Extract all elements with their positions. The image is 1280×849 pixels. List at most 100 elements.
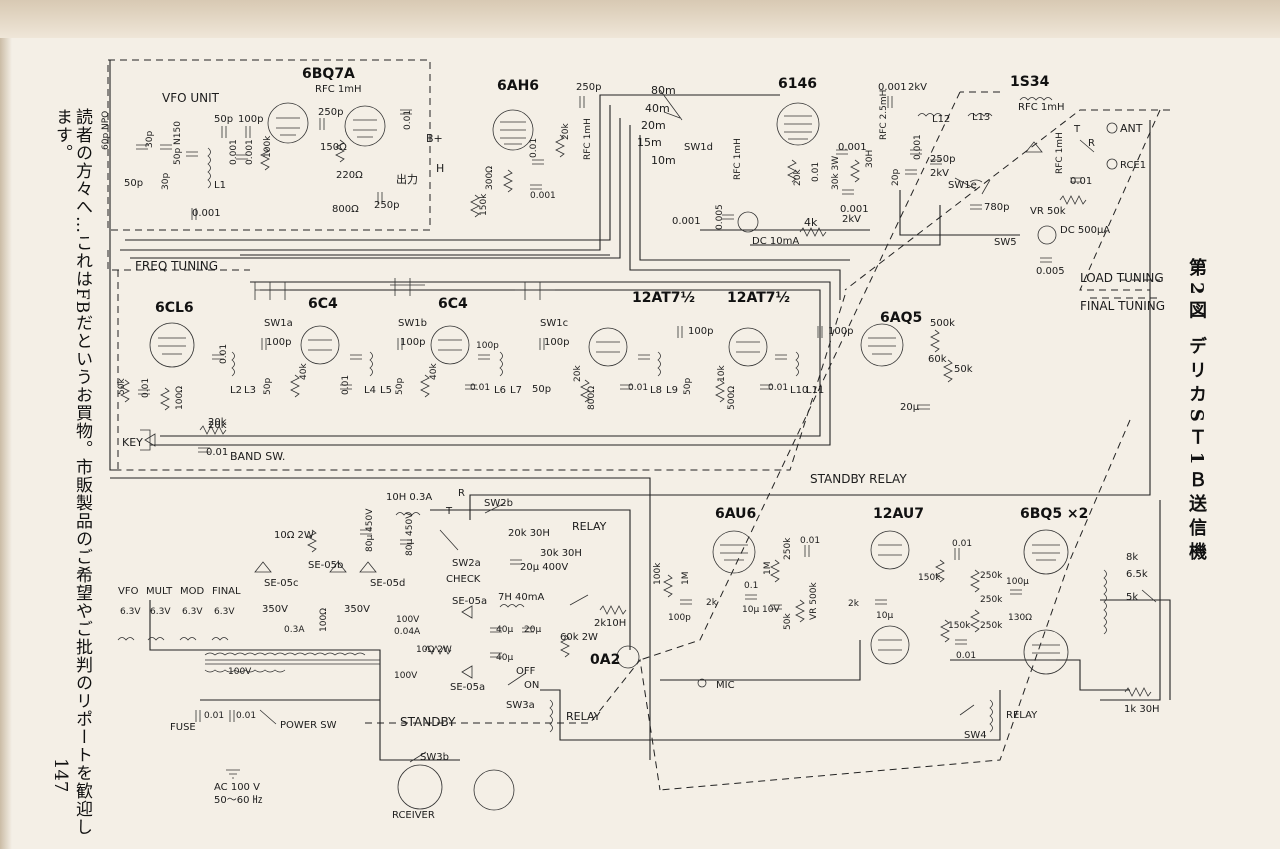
p-sw3b: SW3b	[420, 752, 449, 763]
a-100u: 100μ	[1006, 577, 1029, 587]
ah-001b: 0.01	[529, 138, 539, 158]
m-40k: 40k	[299, 363, 309, 380]
m-001e: 0.01	[628, 383, 648, 393]
m-20k-b: 20k	[573, 365, 583, 382]
tube-6bq7a-a	[267, 102, 309, 144]
p-se05b: SE-05b	[308, 560, 343, 571]
tube-12at7-a	[588, 327, 628, 367]
o-r: R	[1088, 138, 1095, 149]
p-001b: 0.01	[236, 711, 256, 721]
p-80u: 80μ 450V	[365, 508, 375, 552]
m-l8: L8	[650, 385, 662, 396]
page-gutter-shadow	[0, 38, 12, 849]
m-key: KEY	[122, 436, 143, 449]
tube-6c4-b	[430, 325, 470, 365]
coils	[207, 97, 1107, 733]
m-sw1b: SW1b	[398, 318, 427, 329]
f-0001: 0.001	[878, 82, 907, 93]
p-relay: RELAY	[572, 520, 607, 533]
p-100a: 100Ω	[319, 608, 329, 632]
a-01: 0.1	[744, 581, 758, 591]
a-001c: 0.01	[956, 651, 976, 661]
m-100: 100Ω	[175, 386, 185, 410]
vfo-50p: 50p	[124, 178, 143, 189]
p-80u-b: 80μ 450V	[405, 512, 415, 556]
capacitors	[136, 96, 1082, 722]
p-off: OFF	[516, 666, 536, 677]
vfo-50p-npo: 50p N150	[173, 121, 183, 165]
p-001a: 0.01	[204, 711, 224, 721]
a-100k: 100k	[653, 562, 663, 585]
p-10b: 10Ω 2W	[416, 645, 452, 655]
a-2k-b: 2k	[848, 599, 860, 609]
o-dc500: DC 500μA	[1060, 225, 1110, 236]
label-6c4-b: 6C4	[438, 296, 468, 312]
tube-12au7-a	[870, 530, 910, 570]
vfo-100k: 100k	[263, 135, 273, 158]
tube-6bq5-b	[1023, 629, 1069, 675]
m-l11: L11	[806, 385, 824, 396]
m-100p-e: 100p	[828, 326, 853, 337]
f-001: 0.01	[811, 162, 821, 182]
f-l12: L12	[932, 114, 950, 125]
p-40u-b: 40μ	[496, 653, 513, 663]
a-50k: 50k	[783, 613, 793, 630]
p-vfo: VFO	[118, 586, 139, 597]
p-004: 0.04A	[394, 627, 421, 637]
f-20k: 20k	[793, 169, 803, 186]
p-mult: MULT	[146, 586, 173, 597]
p-10: 10Ω 2W	[274, 530, 314, 541]
f-780p: 780p	[984, 202, 1009, 213]
accessory-socket	[473, 769, 515, 811]
label-12at7-a: 12AT7½	[632, 290, 695, 306]
band-10m: 10m	[651, 154, 676, 167]
f-0001b: 0.001	[913, 134, 923, 160]
m-100p-b: 100p	[400, 337, 425, 348]
f-2kvb: 2kV	[842, 214, 861, 225]
p-rceiver: RCEIVER	[392, 810, 435, 821]
p-100v: 100V	[228, 667, 252, 677]
m-50p-b: 50p	[395, 378, 405, 395]
p-hz: 50〜60 ㎐	[214, 795, 263, 806]
v-h: H	[436, 162, 444, 175]
vfo-l1: L1	[214, 180, 226, 191]
m-sw1a: SW1a	[264, 318, 293, 329]
f-30h: 30H	[865, 150, 875, 168]
reader-note: 読者の方々へ…これはFBだというお買物。市販製品のご希望やご批判のリポートを歓迎…	[52, 108, 92, 837]
f-l13: L13	[972, 112, 990, 123]
m-20k: 20k	[208, 417, 227, 428]
a-100p: 100p	[668, 613, 691, 623]
freq-tuning-label: FREQ TUNING	[135, 259, 218, 273]
band-80m: 80m	[651, 84, 676, 97]
a-150k: 150k	[918, 573, 941, 583]
rce-jack	[1106, 158, 1118, 170]
f-0005: 0.005	[715, 204, 725, 230]
p-se05a-b: SE-05a	[450, 682, 485, 693]
vfo-100p: 100p	[238, 114, 263, 125]
label-6bq5: 6BQ5 ×2	[1020, 506, 1088, 522]
tube-12at7-b	[728, 327, 768, 367]
p-ac: AC 100 V	[214, 782, 260, 793]
a-5k: 5k	[1126, 592, 1138, 603]
m-100p-d: 100p	[688, 326, 713, 337]
receiver-socket	[397, 764, 443, 810]
p-63a: 6.3V	[120, 607, 141, 617]
f-rfc: RFC 2.5mH	[879, 90, 889, 140]
tube-12au7-b	[870, 625, 910, 665]
tube-6146	[776, 102, 820, 146]
p-r: R	[458, 488, 465, 499]
sw1d: SW1d	[684, 142, 713, 153]
tube-6cl6	[149, 322, 195, 368]
vfo-0001-b: 0.001	[245, 139, 255, 165]
label-6c4-a: 6C4	[308, 296, 338, 312]
a-65k: 6.5k	[1126, 569, 1148, 580]
m-50p-c: 50p	[532, 384, 551, 395]
m-l4: L4	[364, 385, 376, 396]
m-100p-f: 100p	[476, 341, 499, 351]
p-t: T	[445, 506, 453, 517]
a-250k: 250k	[783, 537, 793, 560]
a-250k-d: 250k	[980, 621, 1003, 631]
p-2k: 2k	[594, 618, 606, 629]
f-4k: 4k	[804, 216, 818, 229]
o-001: 0.01	[1070, 176, 1092, 187]
